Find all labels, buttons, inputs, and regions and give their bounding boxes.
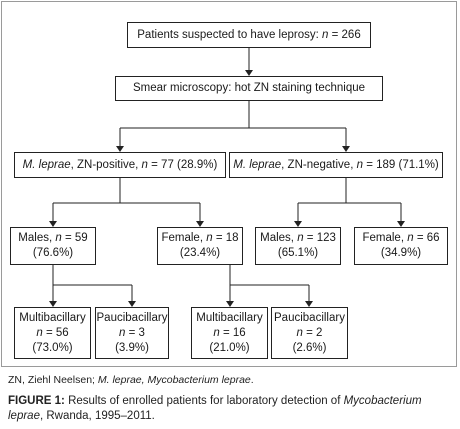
- box-female-paucibacillary: Paucibacillary n = 2 (2.6%): [271, 307, 348, 359]
- flow-connectors: [49, 48, 405, 307]
- arrow-to-males-multi-head: [49, 301, 57, 307]
- box-males-multibacillary: Multibacillary n = 56 (73.0%): [14, 307, 91, 359]
- arrow-to-negative-head: [342, 146, 350, 152]
- box-negative-males: Males, n = 123 (65.1%): [255, 227, 341, 265]
- box-negative-female: Female, n = 66 (34.9%): [354, 227, 448, 265]
- arrow-to-female-pauci-head: [305, 301, 313, 307]
- arrow-to-female-multi-head: [226, 301, 234, 307]
- box-positive-males: Males, n = 59 (76.6%): [10, 227, 96, 265]
- arrow-root-smear-head: [245, 70, 253, 76]
- figure-caption: FIGURE 1: Results of enrolled patients f…: [8, 395, 422, 422]
- arrow-to-negative-males-head: [294, 221, 302, 227]
- box-positive-female: Female, n = 18 (23.4%): [157, 227, 243, 265]
- footnote: ZN, Ziehl Neelsen; M. leprae, Mycobacter…: [8, 374, 254, 386]
- box-zn-positive: M. leprae, ZN-positive, n = 77 (28.9%): [14, 152, 226, 178]
- arrow-to-positive-female-head: [196, 221, 204, 227]
- arrow-to-negative-female-head: [397, 221, 405, 227]
- box-zn-negative: M. leprae, ZN-negative, n = 189 (71.1%): [229, 152, 443, 178]
- arrow-to-positive-head: [116, 146, 124, 152]
- arrow-to-positive-males-head: [49, 221, 57, 227]
- box-smear-microscopy: Smear microscopy: hot ZN staining techni…: [115, 76, 383, 101]
- arrow-to-males-pauci-head: [128, 301, 136, 307]
- box-female-multibacillary: Multibacillary n = 16 (21.0%): [191, 307, 268, 359]
- box-males-paucibacillary: Paucibacillary n = 3 (3.9%): [95, 307, 169, 359]
- diagram-frame: [1, 1, 457, 367]
- box-patients-suspected: Patients suspected to have leprosy: n = …: [127, 22, 371, 48]
